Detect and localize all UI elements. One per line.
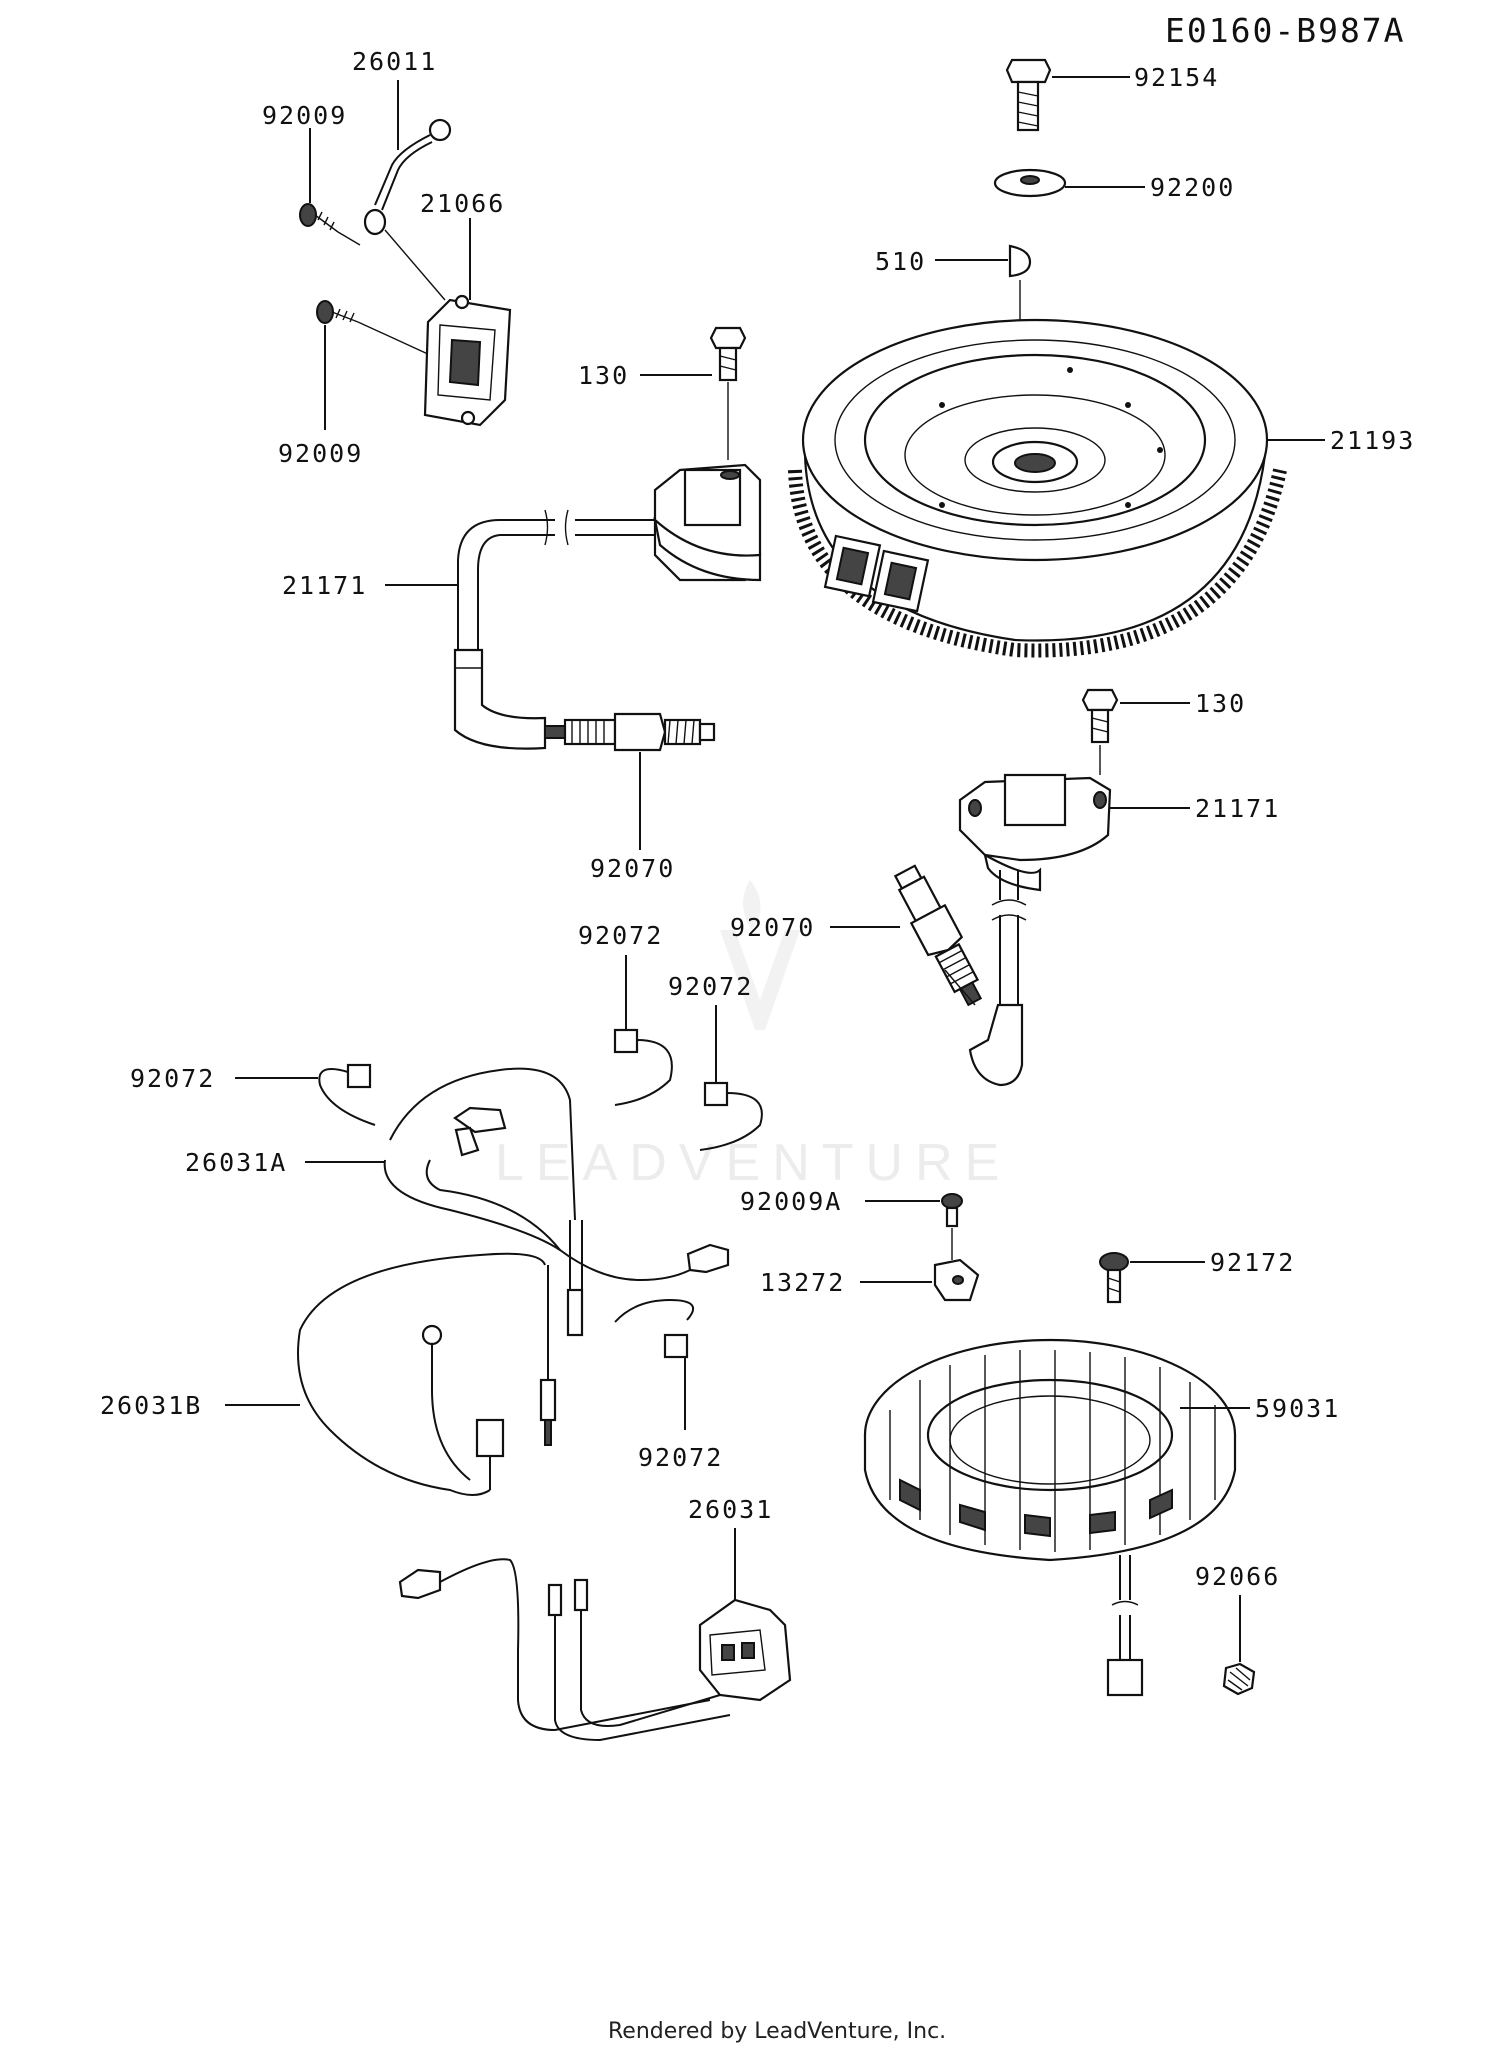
label-92009-bottom: 92009 [278,439,363,468]
label-26031: 26031 [688,1495,773,1524]
label-92200: 92200 [1150,173,1235,202]
screw-92172[interactable] [1099,1252,1129,1304]
label-59031: 59031 [1255,1394,1340,1423]
label-510: 510 [875,247,926,276]
label-92070-left: 92070 [590,854,675,883]
stator-59031[interactable] [863,1338,1237,1697]
ground-lead-26011[interactable] [363,118,452,236]
watermark-logo [720,880,800,1030]
label-26011: 26011 [352,47,437,76]
label-92072-mid: 92072 [668,972,753,1001]
bolt-92154[interactable] [1005,58,1052,132]
label-130-right: 130 [1195,689,1246,718]
label-92072-left: 92072 [130,1064,215,1093]
label-92009-top: 92009 [262,101,347,130]
flywheel-21193[interactable] [788,318,1287,658]
clamp-92072-mid[interactable] [699,1081,763,1151]
clamp-92072-top[interactable] [613,1028,673,1106]
nut-92066[interactable] [1222,1662,1256,1696]
harness-26031A[interactable] [383,1067,730,1337]
label-21171-left: 21171 [282,571,367,600]
screw-92009A[interactable] [941,1193,963,1228]
ignition-coil-21171-left[interactable] [453,463,762,750]
label-92070-right: 92070 [730,913,815,942]
label-92072-bottom: 92072 [638,1443,723,1472]
label-21193: 21193 [1330,426,1415,455]
bolt-130-right[interactable] [1081,688,1119,744]
bracket-13272[interactable] [933,1258,980,1302]
bolt-130-top[interactable] [709,326,747,382]
footer-credit: Rendered by LeadVenture, Inc. [608,2019,946,2044]
spark-plug-92070-left[interactable] [544,712,716,752]
spark-plug-92070-right[interactable] [888,862,991,1011]
label-92009A: 92009A [740,1187,842,1216]
clamp-92072-left[interactable] [318,1063,376,1126]
label-130-top: 130 [578,361,629,390]
screw-92009-top[interactable] [299,203,339,233]
label-21066: 21066 [420,189,505,218]
harness-26031[interactable] [398,1558,792,1742]
key-510[interactable] [1008,244,1032,278]
diagram-code: E0160-B987A [1165,11,1406,50]
label-26031B: 26031B [100,1391,202,1420]
label-13272: 13272 [760,1268,845,1297]
label-92172: 92172 [1210,1248,1295,1277]
label-92154: 92154 [1134,63,1219,92]
ignition-coil-21171-right[interactable] [958,773,1112,1087]
label-26031A: 26031A [185,1148,287,1177]
label-92066: 92066 [1195,1562,1280,1591]
label-21171-right: 21171 [1195,794,1280,823]
rectifier-21066[interactable] [423,294,512,427]
washer-92200[interactable] [993,168,1067,198]
label-92072-top: 92072 [578,921,663,950]
clamp-92072-bottom[interactable] [614,1298,695,1359]
harness-26031B[interactable] [297,1252,557,1496]
screw-92009-bottom[interactable] [316,300,359,324]
watermark-text: LEADVENTURE [495,1134,1011,1192]
